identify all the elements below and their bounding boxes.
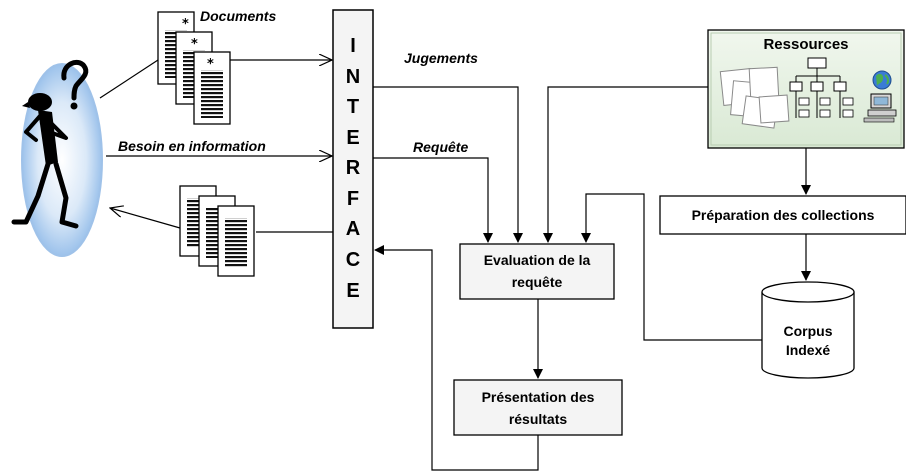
corpus-label-line1: Corpus — [783, 323, 833, 339]
interface-letter: R — [345, 157, 361, 179]
arrow-corpus-evaluation — [581, 193, 762, 341]
svg-text:*: * — [191, 37, 198, 52]
interface-letter: C — [345, 249, 361, 271]
svg-text:*: * — [207, 57, 214, 72]
besoin-label: Besoin en information — [118, 138, 266, 154]
requete-label: Requête — [413, 139, 469, 155]
interface-box — [332, 9, 374, 329]
interface-letter: T — [346, 96, 360, 118]
documents-label: Documents — [200, 8, 277, 24]
connector-user-documents — [99, 59, 159, 99]
interface-letter: A — [345, 218, 361, 240]
arrow-ressources-evaluation — [543, 86, 708, 243]
presentation-label-line1: Présentation des — [481, 389, 595, 405]
interface-letter: I — [350, 35, 356, 57]
user-halo — [21, 63, 103, 257]
interface-letter: F — [346, 188, 360, 210]
evaluation-label-line2: requête — [511, 274, 563, 290]
arrow-presentation-interface — [374, 245, 539, 471]
resources-box — [707, 29, 905, 149]
interface-letter: E — [346, 127, 360, 149]
corpus-label-line2: Indexé — [785, 342, 831, 358]
thinking-person-icon — [11, 60, 89, 229]
presentation-box — [453, 379, 623, 436]
corpus-cylinder — [761, 281, 855, 379]
arrow-jugements-evaluation — [373, 86, 523, 243]
preparation-label: Préparation des collections — [691, 207, 875, 223]
arrow-documents-user — [110, 208, 181, 229]
interface-letter: N — [345, 66, 361, 88]
svg-text:*: * — [182, 17, 189, 32]
document-stack-icon: * * * — [157, 11, 231, 125]
jugements-label: Jugements — [404, 50, 478, 66]
ressources-title: Ressources — [763, 36, 849, 53]
document-stack-icon — [179, 185, 255, 277]
arrow-requete-evaluation — [373, 157, 493, 243]
preparation-box — [659, 195, 906, 235]
interface-letter: E — [346, 280, 360, 302]
evaluation-label-line1: Evaluation de la — [483, 252, 591, 268]
resources-illustration-icon — [719, 57, 897, 129]
presentation-label-line2: résultats — [508, 411, 568, 427]
user-figure — [11, 60, 103, 257]
evaluation-box — [459, 243, 615, 300]
